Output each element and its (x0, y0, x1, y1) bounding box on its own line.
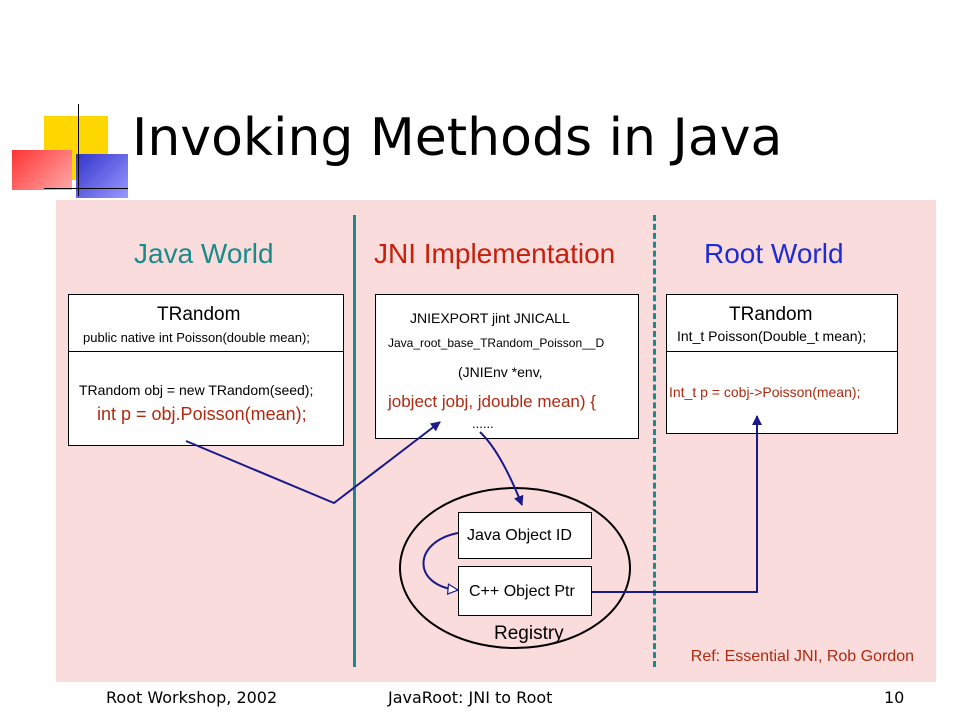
jni-code-line-5: ...... (472, 416, 494, 431)
java-object-id-box: Java Object ID (458, 512, 592, 559)
jni-code-line-4: jobject jobj, jdouble mean) { (388, 392, 596, 411)
separator-dashed (653, 215, 656, 667)
java-class-box: TRandom public native int Poisson(double… (68, 294, 344, 446)
decor-vertical-line (78, 104, 79, 196)
jni-code-line-1: JNIEXPORT jint JNICALL (410, 310, 570, 326)
page-title: Invoking Methods in Java (132, 108, 783, 168)
root-class-box: TRandom Int_t Poisson(Double_t mean); In… (666, 294, 898, 434)
java-code-line-1: TRandom obj = new TRandom(seed); (79, 382, 314, 398)
registry-label: Registry (494, 623, 564, 644)
reference-note: Ref: Essential JNI, Rob Gordon (690, 648, 914, 665)
arrow-java-to-jni (185, 421, 441, 505)
arrow-ptr-to-root (592, 415, 762, 593)
root-box-divider (667, 351, 897, 352)
root-code-line-1: Int_t p = cobj->Poisson(mean); (669, 384, 861, 400)
jni-code-line-2: Java_root_base_TRandom_Poisson__D (388, 336, 605, 350)
section-root-world: Root World (704, 238, 844, 269)
footer-left: Root Workshop, 2002 (106, 688, 278, 707)
jni-diagram: Java World JNI Implementation Root World… (56, 200, 936, 682)
diagram-connectors (185, 415, 762, 649)
decor-horizontal-line (44, 188, 128, 189)
java-method-signature: public native int Poisson(double mean); (83, 330, 310, 345)
jni-code-line-3: (JNIEnv *env, (458, 364, 543, 380)
java-class-name: TRandom (157, 304, 241, 325)
java-code-line-2: int p = obj.Poisson(mean); (97, 404, 307, 424)
section-java-world: Java World (134, 238, 274, 269)
decor-blue-square (76, 154, 128, 198)
jni-function-box: JNIEXPORT jint JNICALL Java_root_base_TR… (375, 294, 639, 439)
java-box-divider (69, 351, 343, 352)
page-number: 10 (884, 688, 905, 707)
footer-center: JavaRoot: JNI to Root (388, 688, 553, 707)
separator-solid (353, 215, 356, 667)
root-method-signature: Int_t Poisson(Double_t mean); (677, 328, 867, 344)
section-jni-implementation: JNI Implementation (374, 238, 616, 269)
cpp-object-ptr-label: C++ Object Ptr (469, 583, 575, 600)
decor-red-square (12, 150, 72, 190)
root-class-name: TRandom (729, 304, 813, 325)
registry-ellipse (399, 487, 631, 649)
java-object-id-label: Java Object ID (467, 527, 572, 544)
cpp-object-ptr-box: C++ Object Ptr (458, 566, 592, 616)
arrow-jni-to-registry (479, 431, 524, 506)
arrow-id-to-ptr (422, 532, 459, 590)
